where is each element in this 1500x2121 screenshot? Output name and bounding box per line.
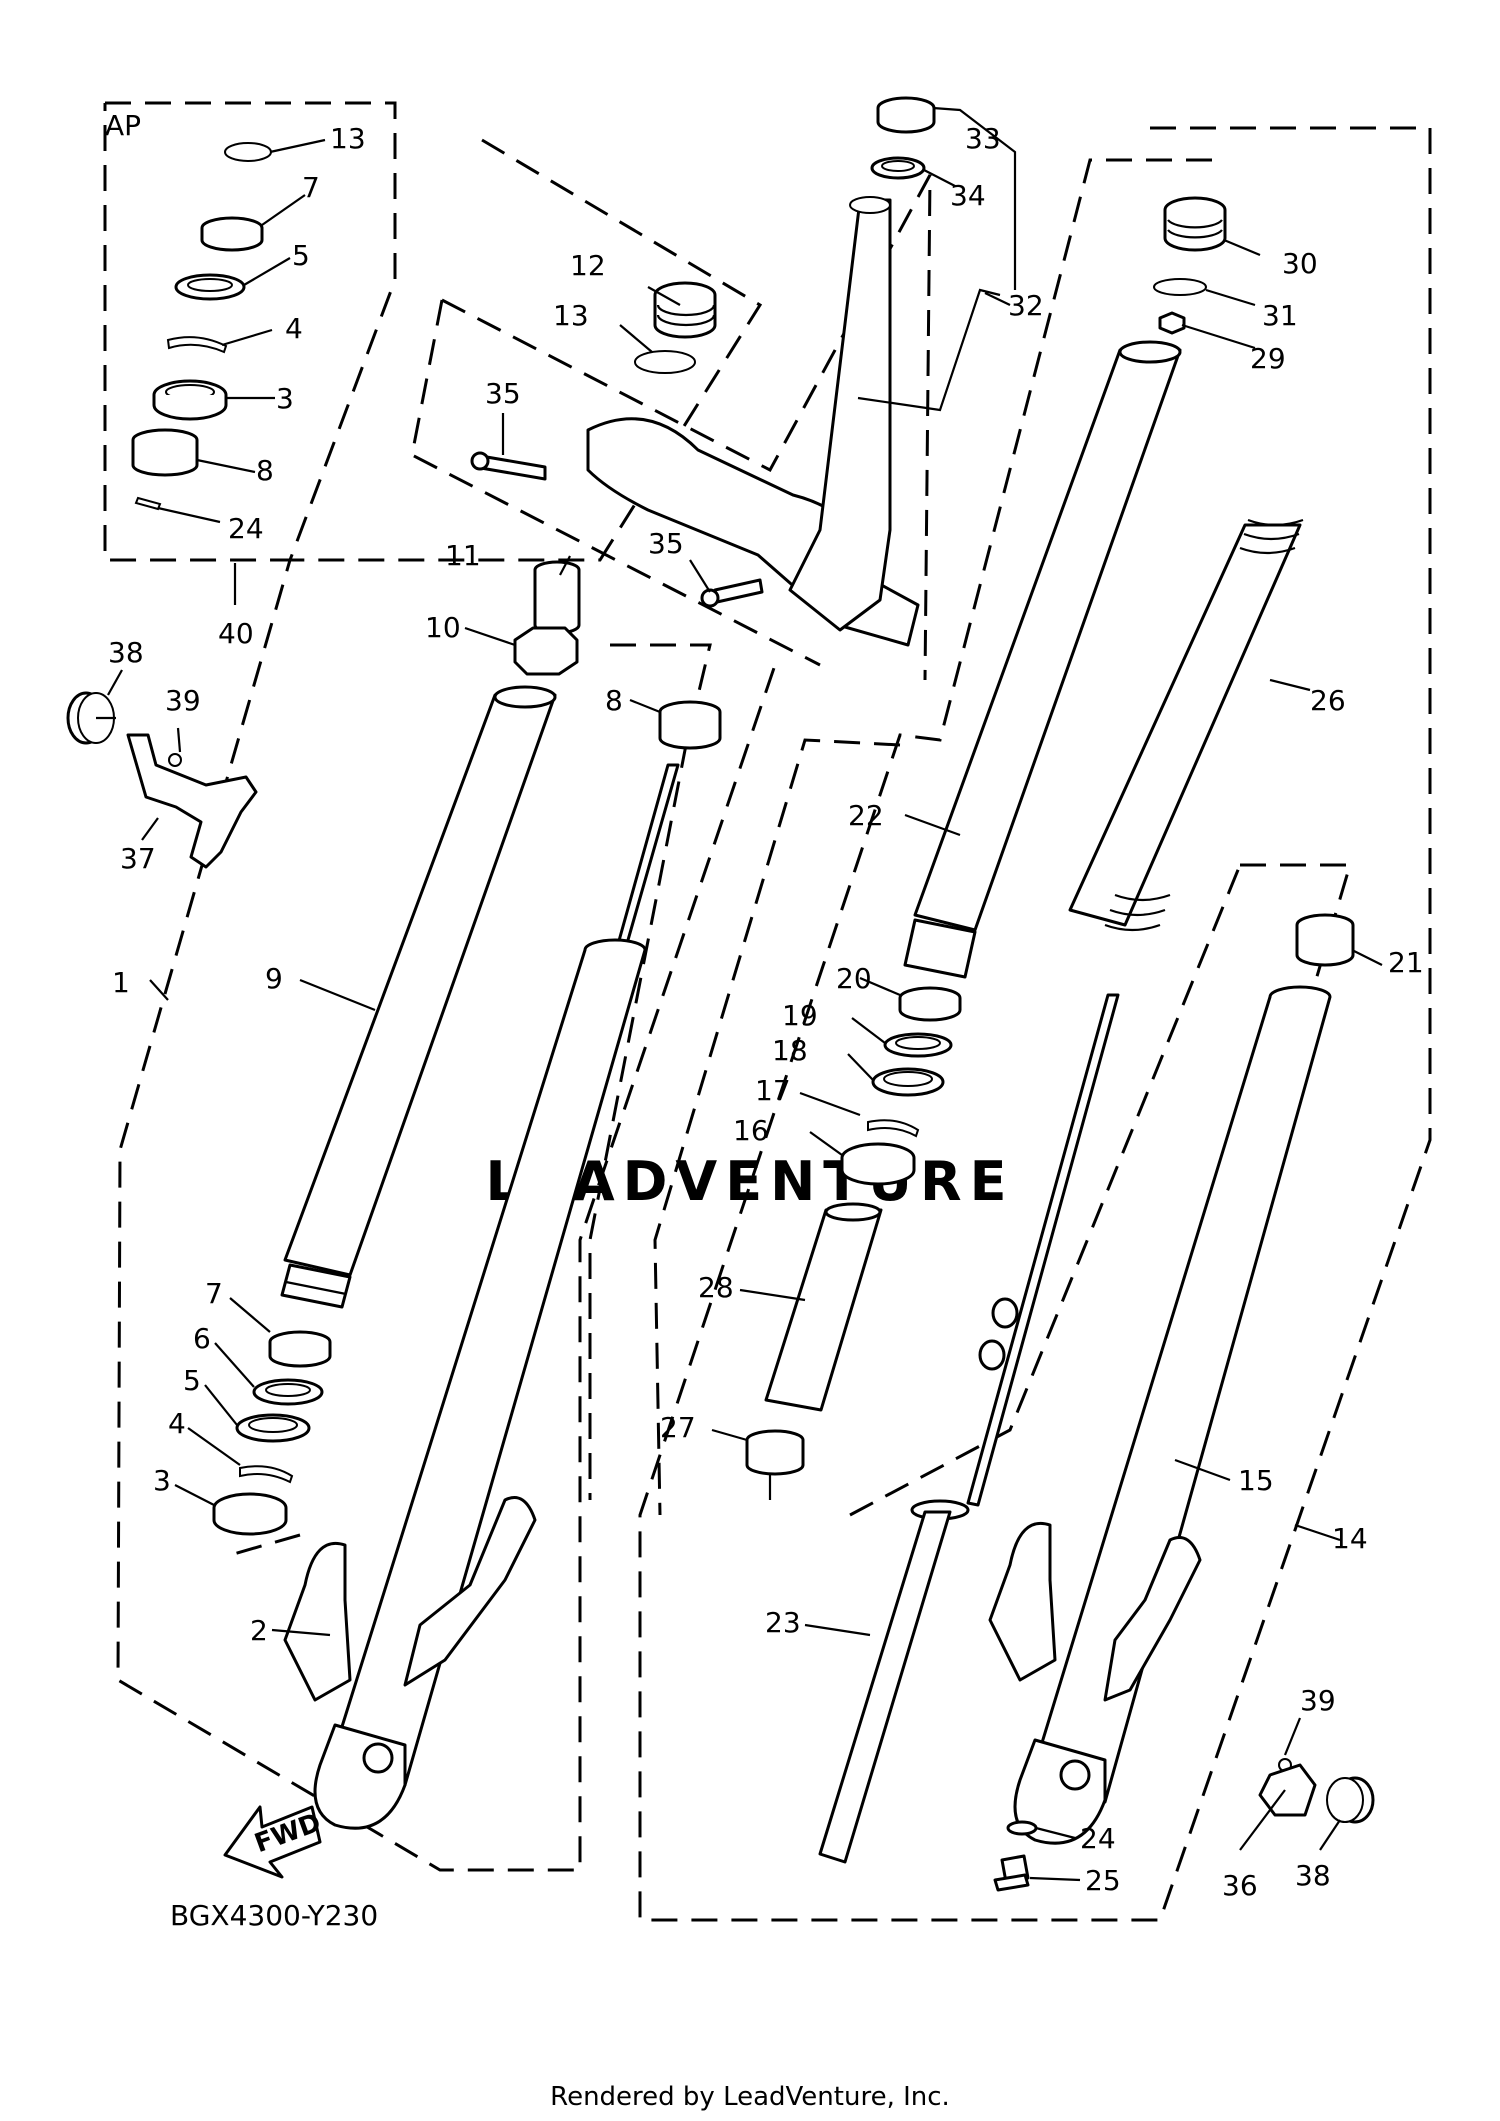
callout-27: 27 <box>660 1411 696 1444</box>
callout-7: 7 <box>302 171 320 204</box>
fwd-arrow-icon <box>223 1805 322 1879</box>
callout-15: 15 <box>1238 1464 1274 1497</box>
callout-20: 20 <box>836 962 872 995</box>
callout-14: 14 <box>1332 1522 1368 1555</box>
inner-tube-part-22 <box>903 340 1182 979</box>
diagram-code: BGX4300-Y230 <box>170 1899 378 1932</box>
bearing-part-33 <box>876 96 936 134</box>
callout-34: 34 <box>950 179 986 212</box>
callout-25: 25 <box>1085 1864 1121 1897</box>
cap-part-38b <box>1326 1776 1375 1824</box>
fork-cap-part-12 <box>653 281 717 339</box>
callout-26: 26 <box>1310 684 1346 717</box>
seal-part-5a <box>174 273 246 301</box>
seat-part-27 <box>745 1429 805 1500</box>
callout-35-upper: 35 <box>485 377 521 410</box>
callout-13-top-clamp: 13 <box>553 299 589 332</box>
callout-11: 11 <box>445 539 481 572</box>
callout-40: 40 <box>218 617 254 650</box>
bushing-part-8b <box>658 700 722 750</box>
callout-12: 12 <box>570 249 606 282</box>
callout-22: 22 <box>848 799 884 832</box>
callout-8: 8 <box>256 454 274 487</box>
callout-19: 19 <box>782 999 818 1032</box>
group-label-ap: AP <box>105 109 141 142</box>
bushing-part-20 <box>898 986 962 1022</box>
fork-cap-part-30 <box>1163 196 1227 252</box>
callout-38: 38 <box>108 636 144 669</box>
callout-39: 39 <box>165 684 201 717</box>
callout-39-right: 39 <box>1300 1684 1336 1717</box>
callout-7-lower: 7 <box>205 1277 223 1310</box>
callout-labels: AP 13 7 5 4 3 8 24 40 12 13 35 35 11 10 … <box>105 109 1424 2112</box>
callout-32: 32 <box>1008 289 1044 322</box>
inner-tube-part-9 <box>280 685 557 1309</box>
dust-seal-part-16 <box>840 1142 916 1186</box>
callout-6: 6 <box>193 1322 211 1355</box>
footer-credit: Rendered by LeadVenture, Inc. <box>550 2082 950 2112</box>
leader-lines <box>107 106 1383 1882</box>
bushing-part-8a <box>131 428 199 477</box>
callout-2: 2 <box>250 1614 268 1647</box>
dust-seal-part-3a <box>152 379 228 421</box>
callout-9: 9 <box>265 962 283 995</box>
callout-16: 16 <box>733 1114 769 1147</box>
callout-24-right: 24 <box>1080 1822 1116 1855</box>
callout-35-lower: 35 <box>648 527 684 560</box>
callout-8-tube: 8 <box>605 684 623 717</box>
callout-1: 1 <box>112 966 130 999</box>
callout-30: 30 <box>1282 247 1318 280</box>
callout-3-lower: 3 <box>153 1464 171 1497</box>
callout-3: 3 <box>276 382 294 415</box>
bushing-part-7b <box>268 1330 332 1368</box>
callout-33: 33 <box>965 122 1001 155</box>
callout-5: 5 <box>292 239 310 272</box>
cap-part-38a <box>66 691 116 745</box>
callout-36: 36 <box>1222 1869 1258 1902</box>
callout-18: 18 <box>772 1034 808 1067</box>
collar-part-21 <box>1295 913 1355 967</box>
callout-4: 4 <box>285 312 303 345</box>
bushing-part-7a <box>200 216 264 252</box>
callout-31: 31 <box>1262 299 1298 332</box>
callout-5-lower: 5 <box>183 1364 201 1397</box>
callout-21: 21 <box>1388 946 1424 979</box>
parts-drawings <box>66 96 1375 1892</box>
spring-part-26 <box>1068 518 1304 932</box>
callout-37: 37 <box>120 842 156 875</box>
callout-24: 24 <box>228 512 264 545</box>
callout-29: 29 <box>1250 342 1286 375</box>
callout-23: 23 <box>765 1606 801 1639</box>
callout-10: 10 <box>425 611 461 644</box>
callout-38-right: 38 <box>1295 1859 1331 1892</box>
callout-17: 17 <box>755 1074 791 1107</box>
dust-seal-part-3b <box>212 1492 288 1536</box>
callout-28: 28 <box>698 1271 734 1304</box>
callout-4-lower: 4 <box>168 1407 186 1440</box>
callout-13: 13 <box>330 122 366 155</box>
